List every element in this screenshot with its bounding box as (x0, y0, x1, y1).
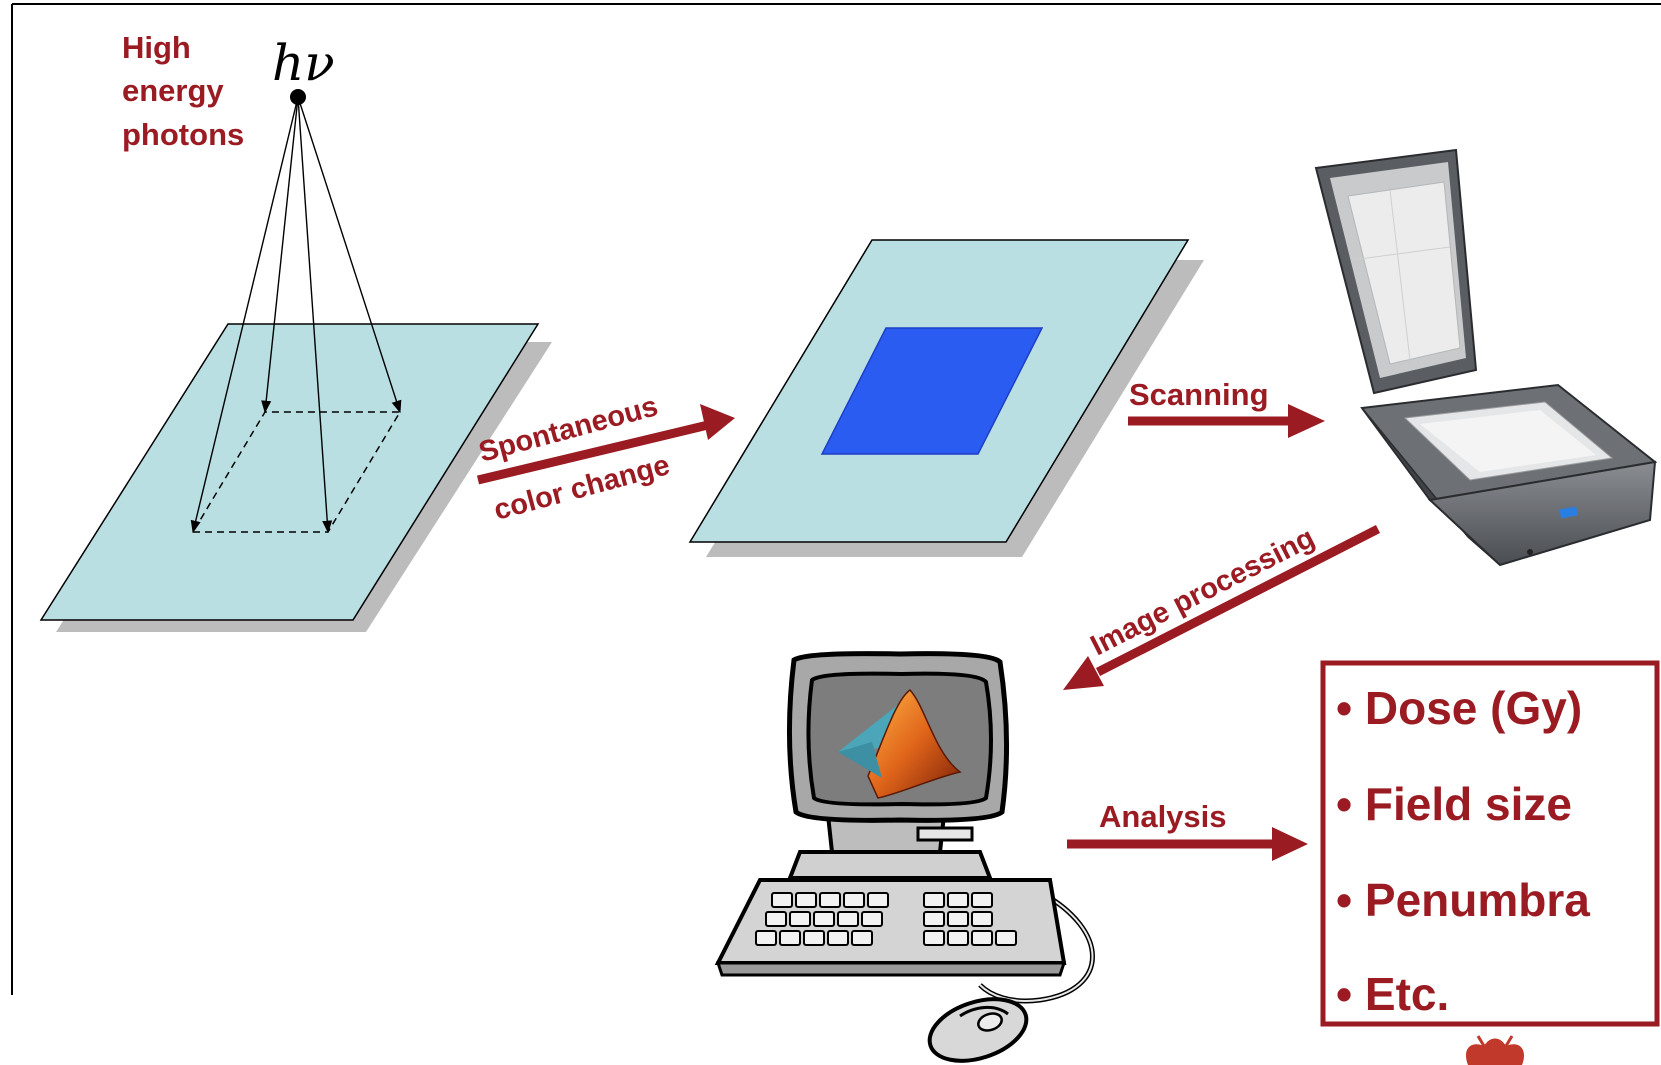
result-item-field-size: • Field size (1336, 778, 1572, 830)
irradiation-field-outline (191, 411, 402, 533)
analysis-arrow (1067, 827, 1308, 861)
image-processing-arrow (1063, 524, 1381, 690)
result-item-etc: • Etc. (1336, 968, 1449, 1020)
film-sheet-exposed (688, 239, 1204, 557)
image-processing-label: Image processing (1086, 522, 1320, 662)
analysis-label: Analysis (1099, 799, 1227, 834)
photon-source-point (290, 89, 306, 105)
exposed-field-area (820, 327, 1044, 455)
frame-border (11, 3, 1661, 995)
results-box: • Dose (Gy) • Field size • Penumbra • Et… (1320, 660, 1660, 1027)
photon-label-line1: High (122, 30, 191, 65)
result-item-dose: • Dose (Gy) (1336, 682, 1582, 734)
partial-logo-icon (1465, 1035, 1525, 1065)
flatbed-scanner-icon (1314, 148, 1658, 567)
photon-symbol: hν (272, 34, 335, 92)
scanner-indicator-light (1559, 506, 1578, 519)
result-item-penumbra: • Penumbra (1336, 874, 1590, 926)
color-change-arrow (476, 404, 735, 485)
film-sheet-unexposed (39, 323, 552, 632)
computer-icon (714, 651, 1095, 1063)
scanning-arrow (1128, 404, 1325, 438)
photon-label-line3: photons (122, 117, 244, 152)
mouse-icon (927, 997, 1029, 1063)
color-change-label-line2: color change (491, 449, 674, 527)
photon-label-line2: energy (122, 73, 224, 108)
photon-label: High energy photons (122, 30, 244, 152)
matlab-logo-icon (838, 688, 962, 799)
photon-beam-rays (190, 89, 402, 534)
scanning-label: Scanning (1129, 377, 1269, 412)
